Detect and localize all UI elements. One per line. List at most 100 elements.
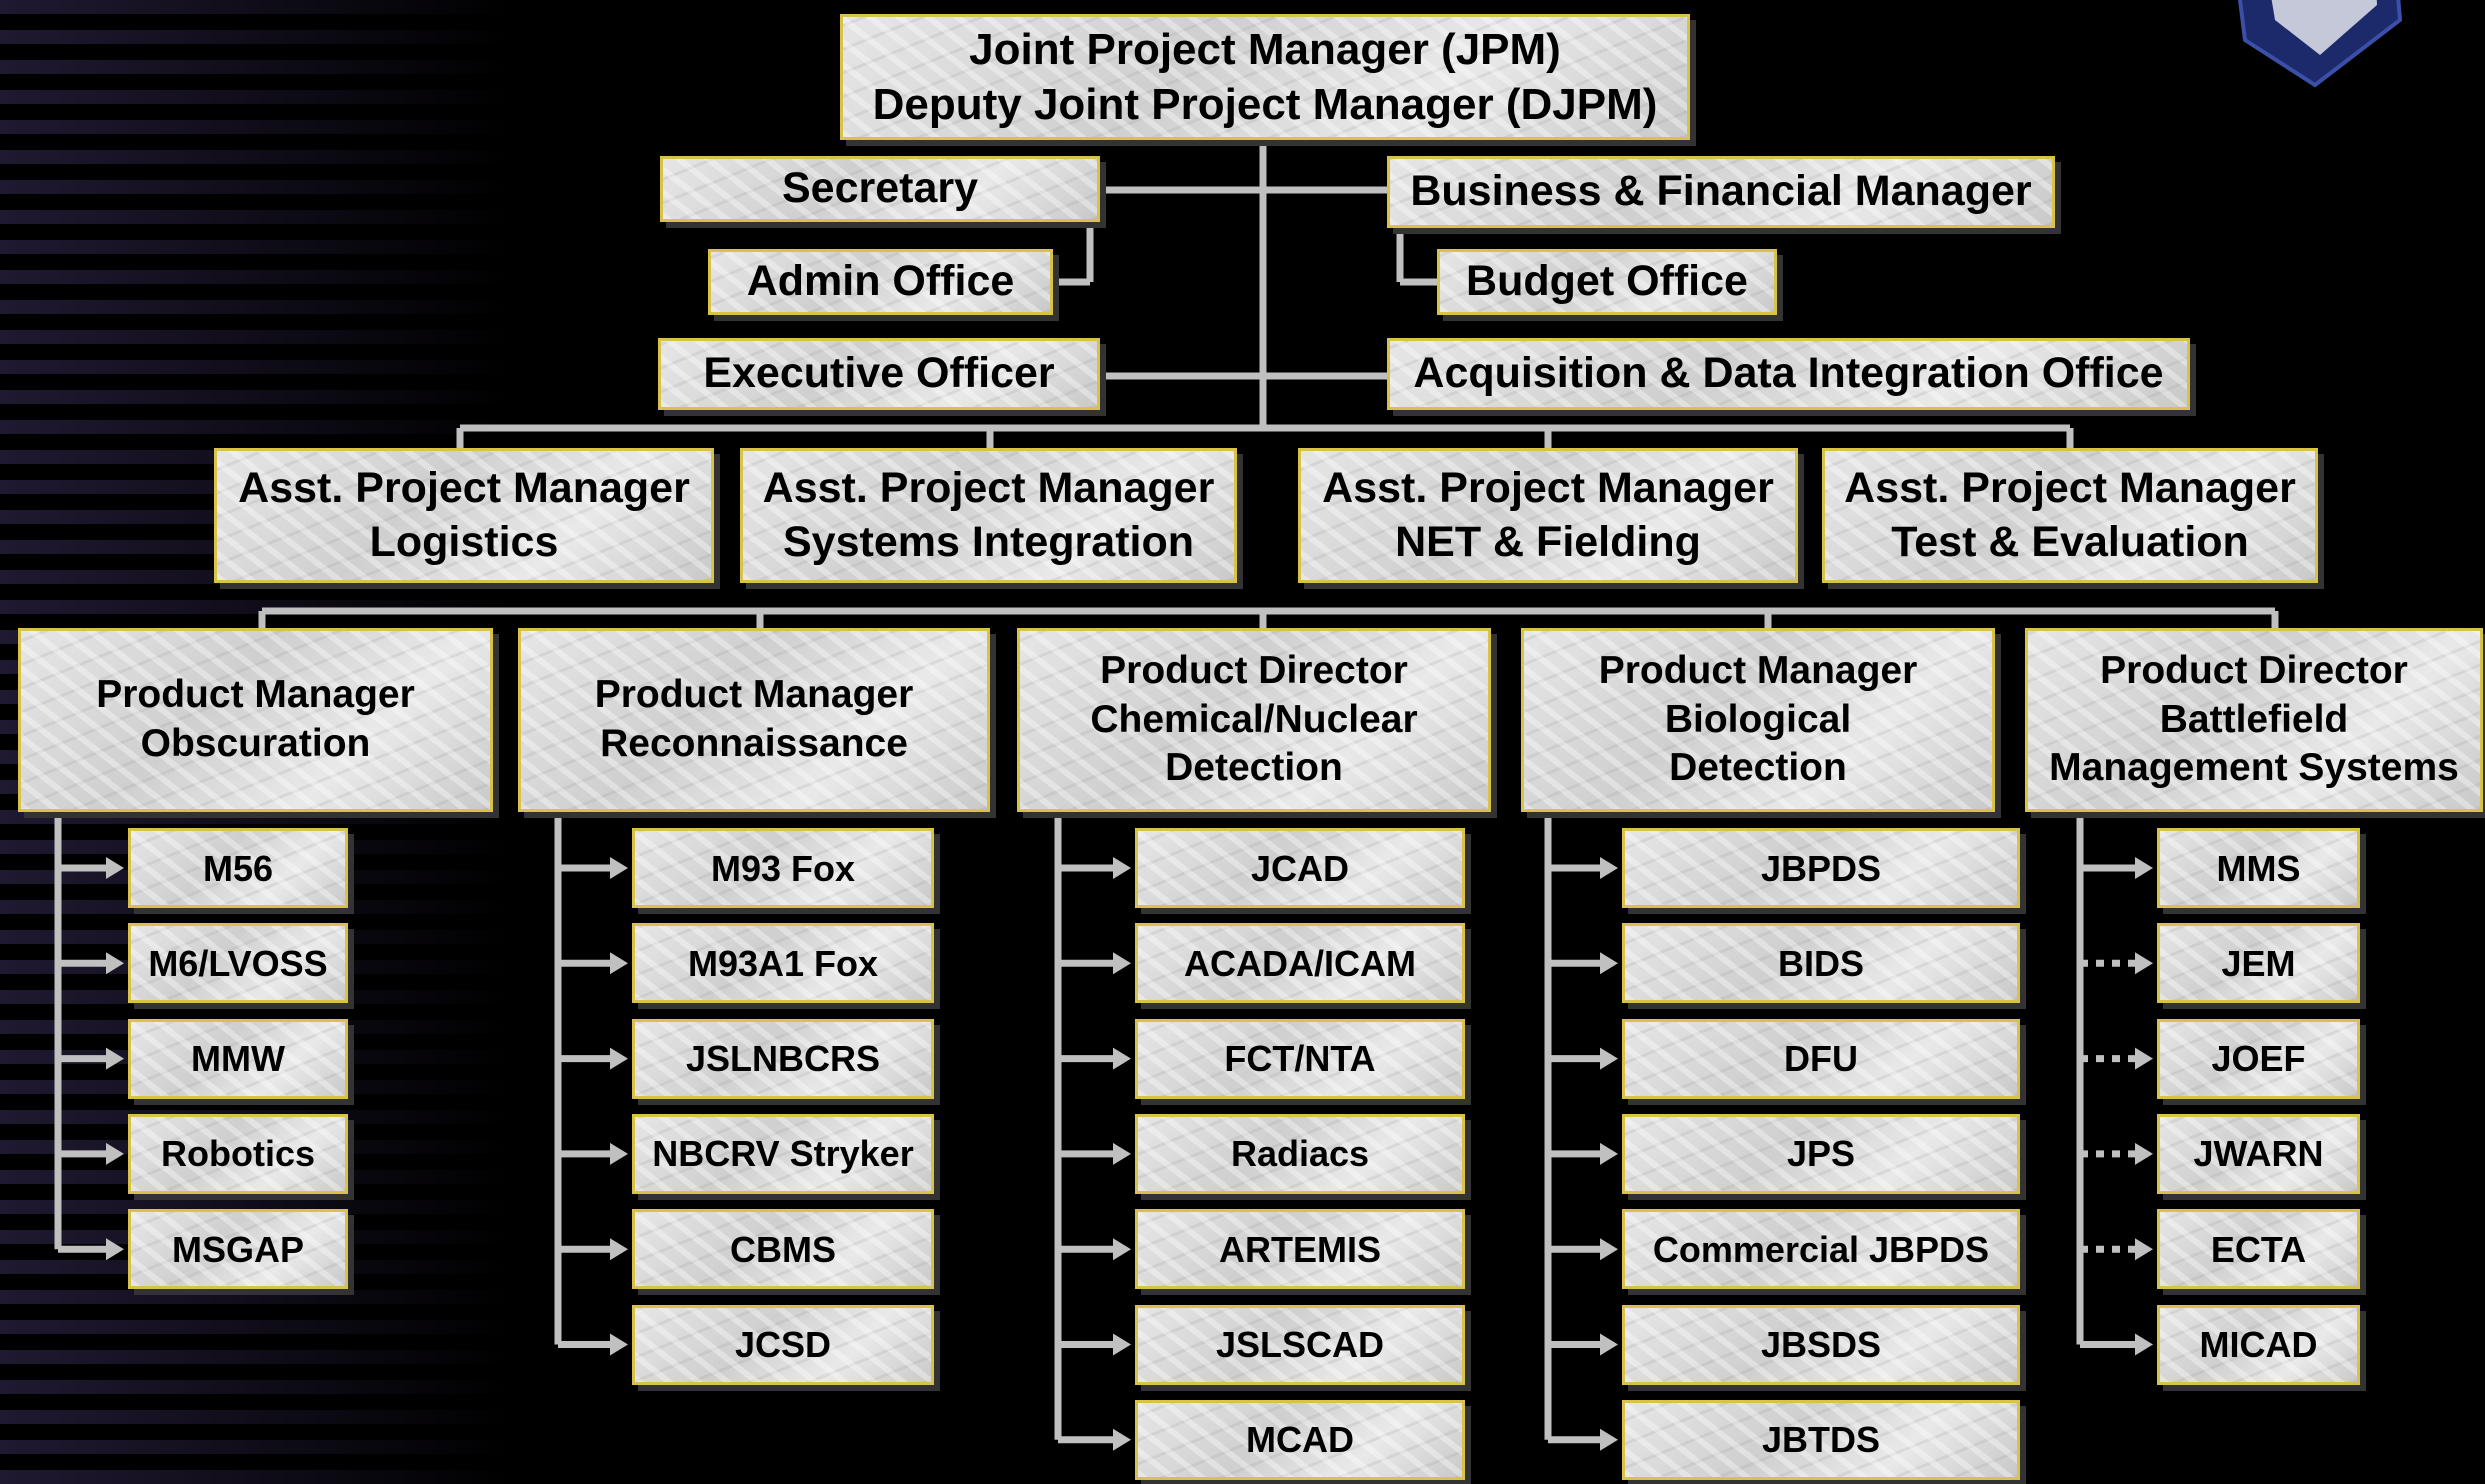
apm-title: Asst. Project Manager xyxy=(238,463,690,512)
product-area: Reconnaissance xyxy=(600,722,908,765)
business-financial-manager-label: Business & Financial Manager xyxy=(1410,167,2032,216)
product-area: Detection xyxy=(1669,746,1847,790)
program-item-label: JSLNBCRS xyxy=(685,1038,881,1080)
apm-logistics-box: Asst. Project Manager Logistics xyxy=(214,448,714,583)
program-item-box: JPS xyxy=(1622,1113,2020,1194)
program-item-label: ARTEMIS xyxy=(1219,1228,1381,1270)
arrow-head xyxy=(106,857,124,879)
apm-area: NET & Fielding xyxy=(1395,517,1701,566)
program-item-label: JCAD xyxy=(1250,847,1349,889)
arrow-head xyxy=(2135,1333,2153,1356)
program-item-box: MMW xyxy=(128,1018,348,1099)
product-title: Product Director xyxy=(1100,648,1408,692)
program-item-label: MSGAP xyxy=(171,1228,304,1270)
program-item-box: JCAD xyxy=(1135,828,1465,908)
program-item-label: JCSD xyxy=(734,1324,832,1365)
product-area: Chemical/Nuclear xyxy=(1090,697,1418,741)
budget-office-label: Budget Office xyxy=(1466,257,1748,306)
arrow-head xyxy=(1600,1142,1618,1165)
arrow-head xyxy=(1600,857,1618,879)
arrow-head xyxy=(106,1142,124,1165)
program-item-box: JCSD xyxy=(632,1304,934,1385)
arrow-head xyxy=(1600,1238,1618,1261)
program-item-label: Robotics xyxy=(160,1133,315,1175)
pm-obscuration-box: Product Manager Obscuration xyxy=(18,628,493,812)
program-item-label: DFU xyxy=(1784,1038,1858,1080)
arrow-head xyxy=(2135,952,2153,975)
arrow-head xyxy=(2135,1142,2153,1165)
program-item-label: JOEF xyxy=(2211,1038,2306,1080)
arrow-head xyxy=(1600,1047,1618,1070)
secretary-box: Secretary xyxy=(660,156,1100,222)
program-item-label: Radiacs xyxy=(1230,1133,1370,1175)
arrow-head xyxy=(1113,1428,1131,1451)
program-item-box: JBTDS xyxy=(1622,1399,2020,1480)
secretary-label: Secretary xyxy=(781,164,979,213)
apm-area: Systems Integration xyxy=(783,517,1194,566)
program-item-box: CBMS xyxy=(632,1209,934,1290)
program-item-label: MCAD xyxy=(1246,1419,1354,1461)
arrow-head xyxy=(1600,1428,1618,1451)
executive-officer-box: Executive Officer xyxy=(658,338,1100,410)
program-item-box: JBSDS xyxy=(1622,1304,2020,1385)
program-item-label: JWARN xyxy=(2193,1133,2324,1175)
program-item-label: JBSDS xyxy=(1760,1324,1882,1365)
program-item-label: BIDS xyxy=(1777,942,1864,984)
program-item-label: MICAD xyxy=(2199,1324,2318,1365)
product-area: Battlefield xyxy=(2159,697,2349,741)
arrow-head xyxy=(106,1238,124,1261)
program-item-box: ACADA/ICAM xyxy=(1135,923,1465,1004)
product-title: Product Manager xyxy=(1598,648,1918,692)
apm-title: Asst. Project Manager xyxy=(1322,463,1774,512)
acquisition-data-integration-box: Acquisition & Data Integration Office xyxy=(1387,338,2190,410)
arrow-head xyxy=(106,1047,124,1070)
admin-office-box: Admin Office xyxy=(708,249,1053,315)
program-item-box: ECTA xyxy=(2157,1209,2360,1290)
program-item-box: JSLNBCRS xyxy=(632,1018,934,1099)
executive-officer-label: Executive Officer xyxy=(703,349,1055,398)
program-item-box: JEM xyxy=(2157,923,2360,1004)
program-item-label: MMW xyxy=(191,1038,285,1080)
jpm-title: Joint Project Manager (JPM) xyxy=(969,25,1561,74)
program-item-box: JOEF xyxy=(2157,1018,2360,1099)
pm-biological-box: Product Manager Biological Detection xyxy=(1521,628,1995,812)
arrow-head xyxy=(1113,1142,1131,1165)
apm-net-fielding-box: Asst. Project Manager NET & Fielding xyxy=(1298,448,1798,583)
pm-reconnaissance-box: Product Manager Reconnaissance xyxy=(518,628,990,812)
product-title: Product Director xyxy=(2100,648,2408,692)
program-item-label: Commercial JBPDS xyxy=(1652,1228,1990,1270)
apm-title: Asst. Project Manager xyxy=(762,463,1215,512)
program-item-box: JWARN xyxy=(2157,1113,2360,1194)
program-item-box: MICAD xyxy=(2157,1304,2360,1385)
program-item-box: M93A1 Fox xyxy=(632,923,934,1004)
program-item-label: JBTDS xyxy=(1761,1419,1881,1461)
program-item-label: JSLSCAD xyxy=(1215,1324,1385,1365)
apm-title: Asst. Project Manager xyxy=(1844,463,2296,512)
pd-battlefield-management-box: Product Director Battlefield Management … xyxy=(2025,628,2483,812)
program-item-label: CBMS xyxy=(730,1228,836,1270)
arrow-head xyxy=(610,1238,628,1261)
product-area: Biological xyxy=(1664,697,1852,741)
arrow-head xyxy=(610,857,628,879)
program-item-label: ACADA/ICAM xyxy=(1184,942,1416,984)
arrow-head xyxy=(1113,1047,1131,1070)
program-item-label: JPS xyxy=(1786,1133,1856,1175)
nbc-defense-shield-logo xyxy=(2237,0,2403,88)
arrow-head xyxy=(2135,857,2153,879)
arrow-head xyxy=(1113,952,1131,975)
pd-chemical-nuclear-box: Product Director Chemical/Nuclear Detect… xyxy=(1017,628,1491,812)
program-item-box: M93 Fox xyxy=(632,828,934,908)
product-area: Management Systems xyxy=(2049,746,2459,790)
program-item-box: JSLSCAD xyxy=(1135,1304,1465,1385)
product-area: Detection xyxy=(1165,746,1343,790)
program-item-box: Commercial JBPDS xyxy=(1622,1209,2020,1290)
program-item-label: M93A1 Fox xyxy=(687,942,879,984)
product-title: Product Manager xyxy=(594,673,914,717)
acquisition-data-integration-label: Acquisition & Data Integration Office xyxy=(1413,349,2164,398)
program-item-box: ARTEMIS xyxy=(1135,1209,1465,1290)
jpm-box: Joint Project Manager (JPM) Deputy Joint… xyxy=(840,14,1690,140)
arrow-head xyxy=(610,1333,628,1356)
program-item-box: Radiacs xyxy=(1135,1113,1465,1194)
